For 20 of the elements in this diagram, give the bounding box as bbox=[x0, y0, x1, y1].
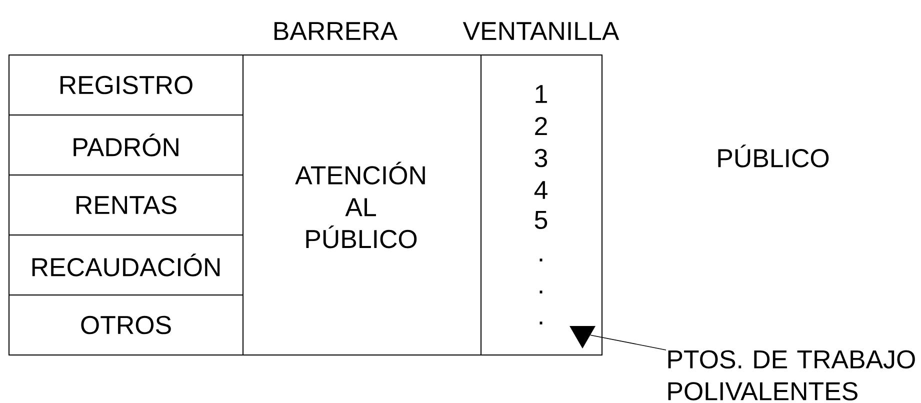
department-box: RENTAS bbox=[8, 174, 244, 236]
window-number: 1 bbox=[536, 85, 547, 103]
window-number: 2 bbox=[535, 116, 547, 136]
callout-text: PTOS. DE TRABAJO POLIVALENTES bbox=[668, 350, 915, 400]
window-number: 3 bbox=[534, 148, 548, 168]
triangle-marker bbox=[570, 326, 596, 348]
window-number: 4 bbox=[534, 181, 548, 199]
department-box: OTROS bbox=[8, 294, 244, 356]
department-box: REGISTRO bbox=[8, 54, 244, 116]
column-heading: BARRERA bbox=[274, 22, 398, 40]
window-number: 5 bbox=[534, 210, 548, 230]
leader-line bbox=[590, 334, 666, 350]
counter-box: ATENCIÓN AL PÚBLICO bbox=[242, 54, 482, 356]
column-heading: VENTANILLA bbox=[462, 22, 620, 40]
area-label: PÚBLICO bbox=[718, 144, 829, 168]
window-number: . bbox=[540, 322, 542, 324]
window-number: . bbox=[540, 258, 542, 262]
department-box: RECAUDACIÓN bbox=[8, 234, 244, 296]
department-box: PADRÓN bbox=[8, 114, 244, 176]
window-number: . bbox=[540, 290, 542, 294]
